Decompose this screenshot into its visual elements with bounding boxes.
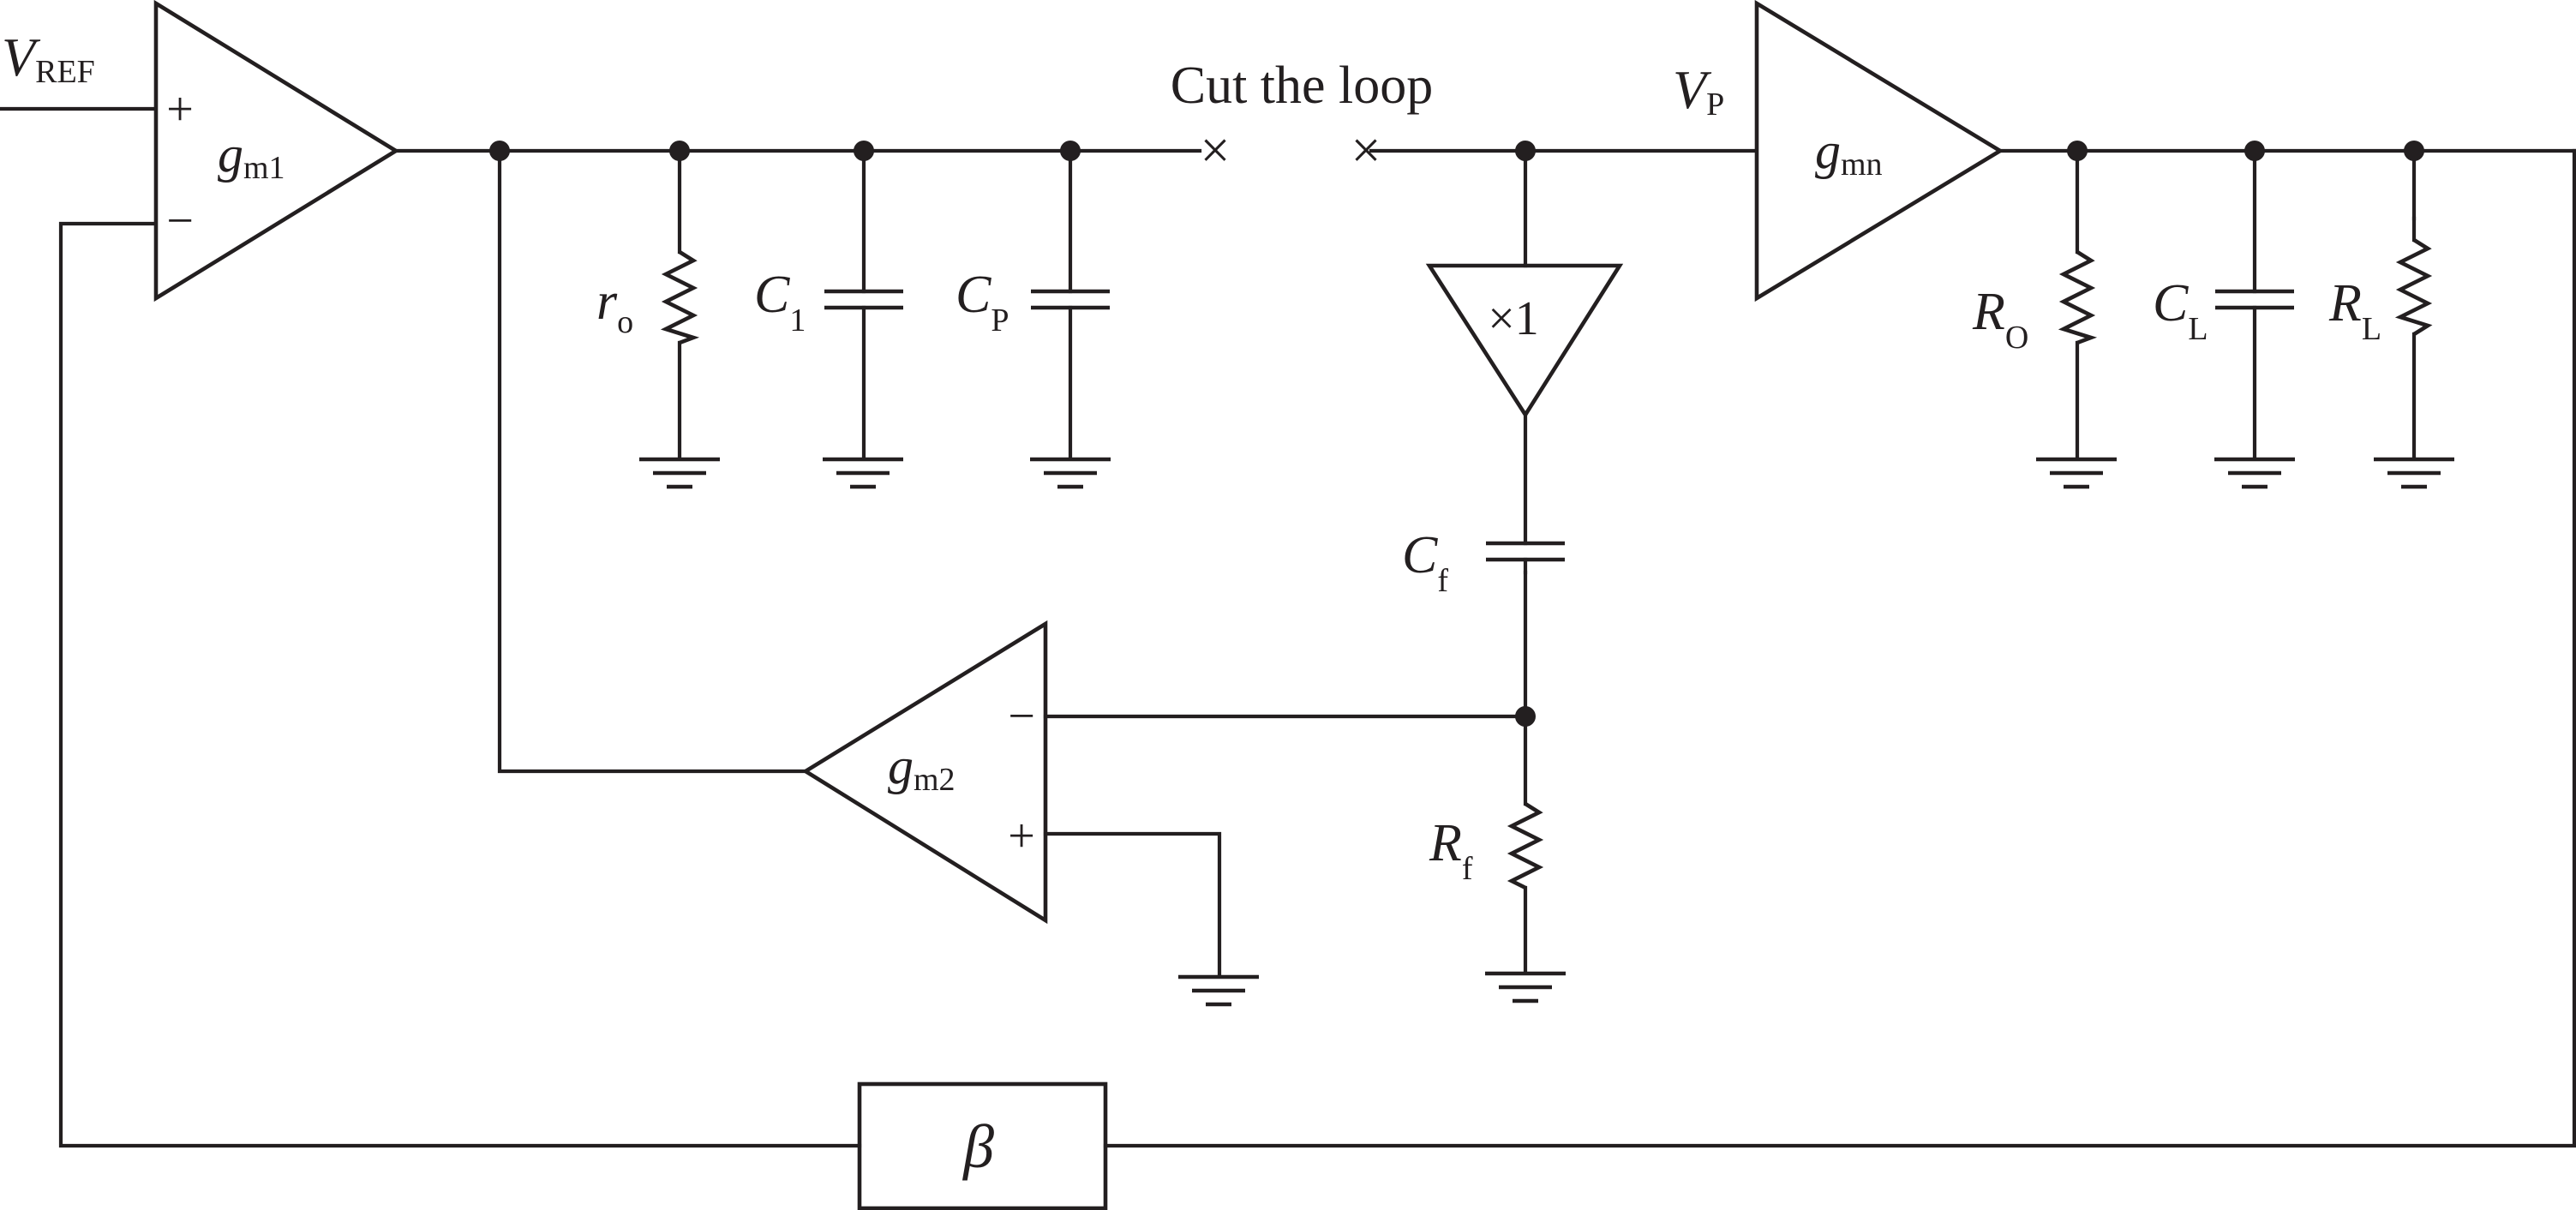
junction-dot <box>2404 141 2424 161</box>
vref-main: V <box>2 27 41 87</box>
cf-label: Cf <box>1402 526 1448 599</box>
RO-ground <box>2036 457 2117 489</box>
gm1-main: g <box>218 126 243 183</box>
RO-label: RO <box>1972 283 2028 356</box>
rf-label: Rf <box>1429 814 1473 887</box>
gm2-plus-wire <box>1043 831 1222 979</box>
gmn-sub: mn <box>1841 147 1883 183</box>
cut-mark-right: × <box>1351 122 1381 180</box>
c1-capacitor <box>824 148 903 460</box>
cp-ground <box>1030 457 1111 489</box>
gm2-minus-sign: − <box>1008 690 1035 743</box>
junction-dot <box>1060 141 1081 161</box>
rl-main: R <box>2328 274 2362 332</box>
cf-main: C <box>1402 526 1438 584</box>
gmn-label: gmn <box>1815 123 1883 183</box>
cf-capacitor <box>1486 541 1565 575</box>
cl-main: C <box>2153 274 2189 332</box>
buffer-label: ×1 <box>1488 292 1539 345</box>
gm2-main: g <box>888 738 914 794</box>
junction-dot <box>1515 706 1536 727</box>
junction-dot <box>854 141 874 161</box>
ro-ground <box>639 457 720 489</box>
cl-ground <box>2214 457 2295 489</box>
RO-resistor <box>2058 148 2098 460</box>
gm1-plus-sign: + <box>166 83 194 136</box>
rf-main: R <box>1429 814 1462 872</box>
ground-symbols <box>639 457 2454 1007</box>
gmn-main: g <box>1815 123 1841 179</box>
rl-label: RL <box>2328 274 2381 347</box>
cp-label: CP <box>956 266 1009 338</box>
gm2-amplifier <box>801 620 1048 925</box>
gm2-output-wire <box>497 148 808 774</box>
cut-the-loop-label: Cut the loop <box>1171 57 1434 115</box>
gmn-amplifier <box>1754 0 2004 302</box>
ro-sub: o <box>617 304 633 340</box>
RO-main: R <box>1972 283 2005 341</box>
junction-dots <box>489 141 2424 727</box>
cut-marks: × × <box>1201 122 1381 180</box>
c1-main: C <box>754 266 790 324</box>
gm1-amplifier <box>153 0 400 302</box>
c1-ground <box>823 457 903 489</box>
wires <box>0 106 2576 1148</box>
unity-buffer <box>1425 263 1624 419</box>
ro-label: ro <box>596 273 633 340</box>
cl-capacitor <box>2215 148 2294 460</box>
rf-ground <box>1485 971 1566 1003</box>
right-return-wire <box>1103 148 2576 1148</box>
beta-label: β <box>962 1112 994 1181</box>
ro-main: r <box>596 273 618 331</box>
junction-dot <box>489 141 510 161</box>
cut-mark-left: × <box>1201 122 1231 180</box>
junction-dot <box>1515 141 1536 161</box>
vp-main: V <box>1673 59 1712 120</box>
junction-dot <box>2067 141 2088 161</box>
rl-resistor <box>2394 148 2433 460</box>
cp-main: C <box>956 266 991 324</box>
vp-label: VP <box>1673 59 1724 123</box>
vp-sub: P <box>1706 87 1724 123</box>
c1-sub: 1 <box>789 302 806 338</box>
gm2-plus-ground <box>1178 974 1259 1007</box>
rf-resistor <box>1507 802 1544 890</box>
c1-label: C1 <box>754 266 806 338</box>
gm2-sub: m2 <box>914 762 956 798</box>
junction-dot <box>2244 141 2265 161</box>
gm2-plus-sign: + <box>1008 810 1035 863</box>
junction-dot <box>669 141 690 161</box>
rl-sub: L <box>2362 311 2381 347</box>
gm1-minus-sign: − <box>166 195 194 248</box>
RO-sub: O <box>2005 320 2028 356</box>
vref-sub: REF <box>35 54 95 90</box>
ro-resistor <box>660 148 700 460</box>
gm1-label: gm1 <box>218 126 285 186</box>
cl-sub: L <box>2188 311 2208 347</box>
gm1-sub: m1 <box>243 150 285 186</box>
rl-ground <box>2374 457 2454 489</box>
gm2-label: gm2 <box>888 738 956 798</box>
cp-sub: P <box>991 302 1009 338</box>
vref-label: VREF <box>2 27 95 90</box>
cl-label: CL <box>2153 274 2208 347</box>
rf-sub: f <box>1462 851 1473 887</box>
cf-sub: f <box>1437 563 1448 599</box>
left-return-wire <box>58 221 862 1148</box>
cp-capacitor <box>1031 148 1110 460</box>
beta-block <box>857 1081 1108 1210</box>
